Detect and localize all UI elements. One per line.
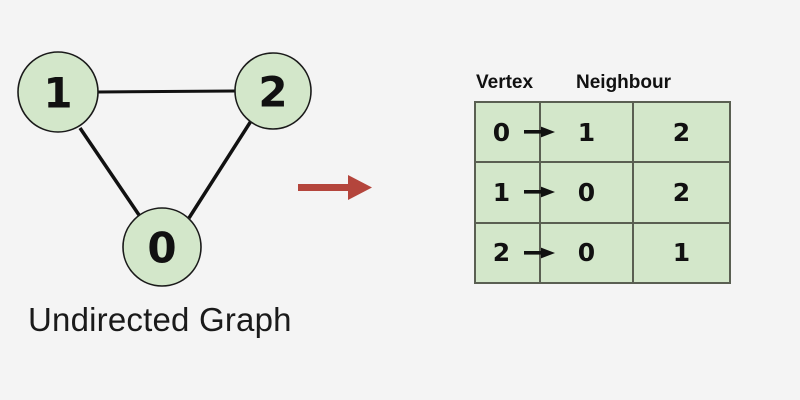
vertex-value: 1 [492, 177, 511, 207]
right-arrow-icon [298, 175, 372, 200]
graph-node-2[interactable]: 2 [234, 52, 312, 130]
column-header-neighbour: Neighbour [576, 72, 671, 93]
graph-nodes: 1 2 0 [17, 51, 312, 287]
undirected-graph-figure: 1 2 0 Undirected Graph [17, 51, 312, 338]
vertex-value: 0 [492, 117, 511, 147]
arrow-head [348, 175, 372, 200]
neighbour-cell-1: 1 [539, 100, 634, 164]
adjacency-list-figure: Vertex Neighbour 0 1 2 [400, 0, 800, 400]
node-circle-0[interactable] [122, 207, 202, 287]
vertex-cell: 1 [474, 161, 555, 224]
edge-1-0 [78, 127, 141, 216]
neighbour-cell-1: 0 [539, 161, 634, 224]
column-header-vertex: Vertex [476, 72, 534, 93]
edge-1-2 [97, 89, 236, 94]
neighbour-cell-2: 2 [632, 100, 731, 164]
arrow-shaft [298, 184, 352, 191]
node-circle-2[interactable] [234, 52, 312, 130]
neighbour-cell-1: 0 [539, 221, 634, 285]
edge-0-2 [187, 120, 253, 219]
undirected-graph-caption: Undirected Graph [28, 301, 292, 338]
graph-edges [78, 89, 253, 219]
adjacency-list-body: 0 1 2 1 [474, 100, 731, 285]
vertex-cell: 2 [474, 221, 555, 285]
neighbour-cell-2: 1 [632, 221, 731, 285]
adjacency-list-table: 0 1 2 1 [474, 100, 731, 285]
table-row: 0 1 2 [474, 100, 731, 164]
table-row: 2 0 1 [474, 221, 731, 285]
node-circle-1[interactable] [17, 51, 99, 133]
graph-svg: 1 2 0 [17, 51, 312, 287]
vertex-cell: 0 [474, 100, 555, 164]
graph-node-1[interactable]: 1 [17, 51, 99, 133]
vertex-value: 2 [492, 238, 511, 268]
node-label-1: 1 [43, 69, 72, 118]
graph-node-0[interactable]: 0 [122, 207, 202, 287]
neighbour-cell-2: 2 [632, 161, 731, 224]
node-label-2: 2 [258, 68, 287, 117]
node-label-0: 0 [147, 224, 176, 273]
table-row: 1 0 2 [474, 161, 731, 224]
